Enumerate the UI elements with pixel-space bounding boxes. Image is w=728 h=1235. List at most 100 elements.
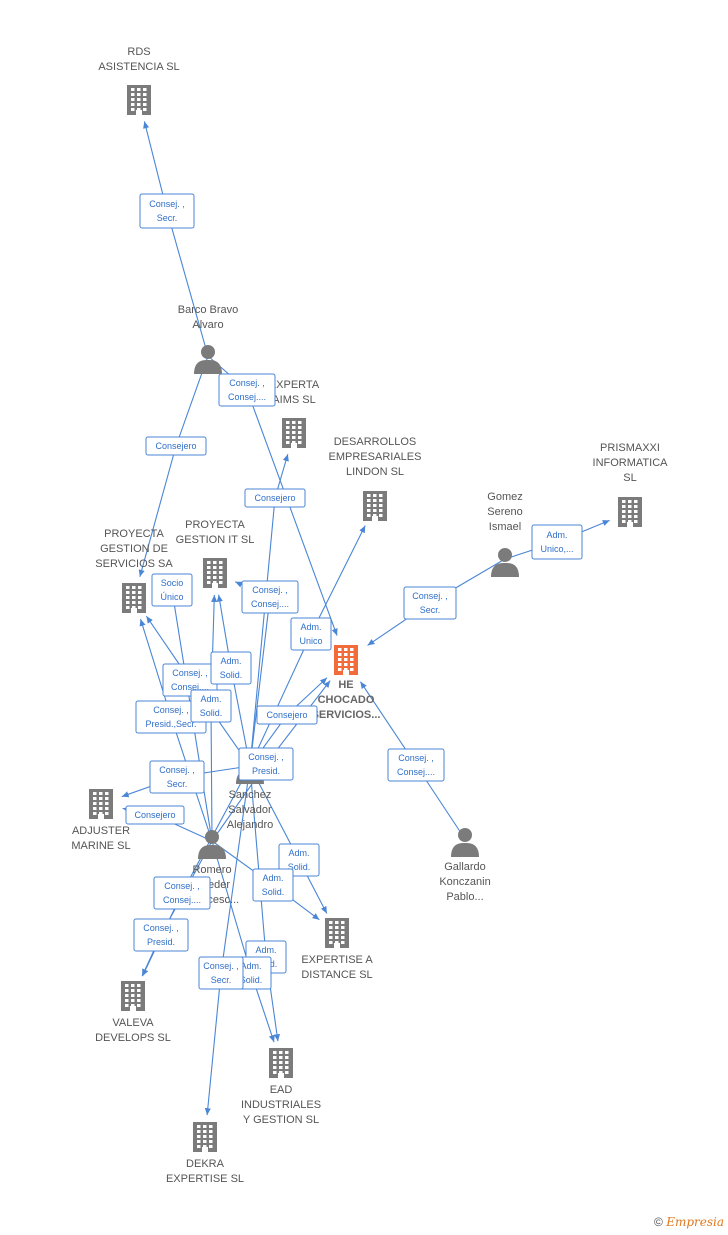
edge-role-label[interactable]: Consej. ,Consej.... bbox=[218, 373, 276, 407]
edge-label-text: Solid. bbox=[262, 887, 285, 897]
node-label-line: Alvaro bbox=[192, 319, 223, 331]
edge-label-text: Consej. , bbox=[252, 585, 288, 595]
edge-role-label[interactable]: Consej. ,Secr. bbox=[198, 956, 244, 990]
edge-role-label[interactable]: Adm.Solid. bbox=[278, 843, 320, 877]
person-icon bbox=[491, 548, 519, 577]
node-label-line: Pablo... bbox=[446, 891, 483, 903]
node-label-line: EXPERTISE A bbox=[301, 954, 373, 966]
edge-label-text: Presid. bbox=[252, 766, 280, 776]
brand-logo-text[interactable]: Empresia bbox=[666, 1215, 724, 1229]
node-label-line: Salvador bbox=[228, 804, 272, 816]
node-label-line: Y GESTION SL bbox=[243, 1114, 319, 1126]
node-label-line: LINDON SL bbox=[346, 466, 404, 478]
edge-label-text: Adm. bbox=[255, 945, 276, 955]
edge-role-label[interactable]: Adm.Solid. bbox=[252, 868, 294, 902]
edge-role-label[interactable]: Consejero bbox=[244, 488, 306, 508]
node-label-line: ASISTENCIA SL bbox=[98, 61, 179, 73]
building-icon bbox=[89, 789, 113, 819]
edge-label-text: Presid.,Secr. bbox=[145, 719, 196, 729]
building-icon bbox=[193, 1122, 217, 1152]
node-label-line: Barco Bravo bbox=[178, 304, 239, 316]
edge-role-label[interactable]: Consejero bbox=[125, 805, 185, 825]
node-label-line: SL bbox=[623, 472, 636, 484]
edge-label-box bbox=[198, 956, 244, 990]
edge-label-text: Secr. bbox=[167, 779, 188, 789]
node-expertise-d[interactable]: EXPERTISE A DISTANCE SL bbox=[301, 918, 373, 981]
edge-label-text: Consej. , bbox=[248, 752, 284, 762]
edge-label-text: Consejero bbox=[266, 710, 307, 720]
node-he[interactable]: HECHOCADOSERVICIOS... bbox=[312, 645, 381, 721]
edge-role-label[interactable]: Consej. , Secr. bbox=[149, 760, 205, 794]
node-label-line: EMPRESARIALES bbox=[329, 451, 422, 463]
person-icon bbox=[194, 345, 222, 374]
edge-role-label[interactable]: Consej. ,Secr. bbox=[403, 586, 457, 620]
node-gallardo[interactable]: GallardoKonczaninPablo... bbox=[439, 828, 491, 903]
edge-label-text: Solid. bbox=[220, 670, 243, 680]
edge-label-box bbox=[133, 918, 189, 952]
edge-label-text: Consej.... bbox=[163, 895, 201, 905]
node-label-line: RDS bbox=[127, 46, 150, 58]
edge-label-box bbox=[278, 843, 320, 877]
edge-label-text: Adm. bbox=[546, 530, 567, 540]
copyright-symbol: © bbox=[654, 1215, 663, 1229]
edge-label-text: Consej. , bbox=[143, 923, 179, 933]
edge-label-text: Presid. bbox=[147, 937, 175, 947]
edge-label-box bbox=[241, 580, 299, 614]
edge-role-label[interactable]: Consejero bbox=[145, 436, 207, 456]
building-icon bbox=[334, 645, 358, 675]
node-label-line: Konczanin bbox=[439, 876, 490, 888]
edge-role-label[interactable]: Consej. , Presid. bbox=[133, 918, 189, 952]
edge-role-label[interactable]: Adm.Solid. bbox=[210, 651, 252, 685]
edge-label-text: Consej. , bbox=[149, 199, 185, 209]
edge-role-label[interactable]: Consej. ,Consej.... bbox=[153, 876, 211, 910]
node-label-line: SERVICIOS... bbox=[312, 709, 381, 721]
edge-label-box bbox=[387, 748, 445, 782]
edge-label-box bbox=[403, 586, 457, 620]
node-label-line: GESTION IT SL bbox=[176, 534, 255, 546]
edge-label-box bbox=[145, 436, 207, 456]
building-icon bbox=[618, 497, 642, 527]
edge-role-label[interactable]: Consej. ,Consej.... bbox=[387, 748, 445, 782]
edge-role-label[interactable]: Consej. , Presid. bbox=[238, 747, 294, 781]
edge-label-text: Consej.... bbox=[397, 767, 435, 777]
edge-role-label[interactable]: Consej. ,Consej.... bbox=[241, 580, 299, 614]
edge-label-text: Consej.... bbox=[228, 392, 266, 402]
node-label-line: SERVICIOS SA bbox=[95, 558, 173, 570]
edge-label-text: Consej. , bbox=[412, 591, 448, 601]
edge-label-text: Consej. , bbox=[159, 765, 195, 775]
node-label-line: MARINE SL bbox=[71, 840, 130, 852]
node-label-line: INDUSTRIALES bbox=[241, 1099, 321, 1111]
edge-label-box bbox=[151, 573, 193, 607]
node-rds[interactable]: RDS ASISTENCIA SL bbox=[98, 46, 180, 115]
node-desarrollos[interactable]: DESARROLLOS EMPRESARIALES LINDON SL bbox=[329, 436, 422, 521]
building-icon bbox=[122, 583, 146, 613]
edge-label-box bbox=[244, 488, 306, 508]
edge-role-label[interactable]: Adm.Unico bbox=[290, 617, 332, 651]
edge-role-label[interactable]: Consej. ,Secr. bbox=[139, 193, 195, 229]
node-label-line: DESARROLLOS bbox=[334, 436, 417, 448]
building-icon bbox=[121, 981, 145, 1011]
edge-label-text: Adm. bbox=[240, 961, 261, 971]
edge-role-label[interactable]: Adm.Solid. bbox=[190, 689, 232, 723]
edge-label-text: Consej. , bbox=[172, 668, 208, 678]
node-label-line: DISTANCE SL bbox=[301, 969, 372, 981]
node-label-line: Gomez bbox=[487, 491, 522, 503]
edge-role-label[interactable]: Adm.Unico,... bbox=[531, 524, 583, 560]
edge-role-label[interactable]: Consejero bbox=[256, 705, 318, 725]
edge-label-text: Solid. bbox=[200, 708, 223, 718]
edge-label-text: Solid. bbox=[240, 975, 263, 985]
node-label-line: Alejandro bbox=[227, 819, 273, 831]
node-label-line: INFORMATICA bbox=[593, 457, 669, 469]
edge-label-text: Socio bbox=[161, 578, 184, 588]
